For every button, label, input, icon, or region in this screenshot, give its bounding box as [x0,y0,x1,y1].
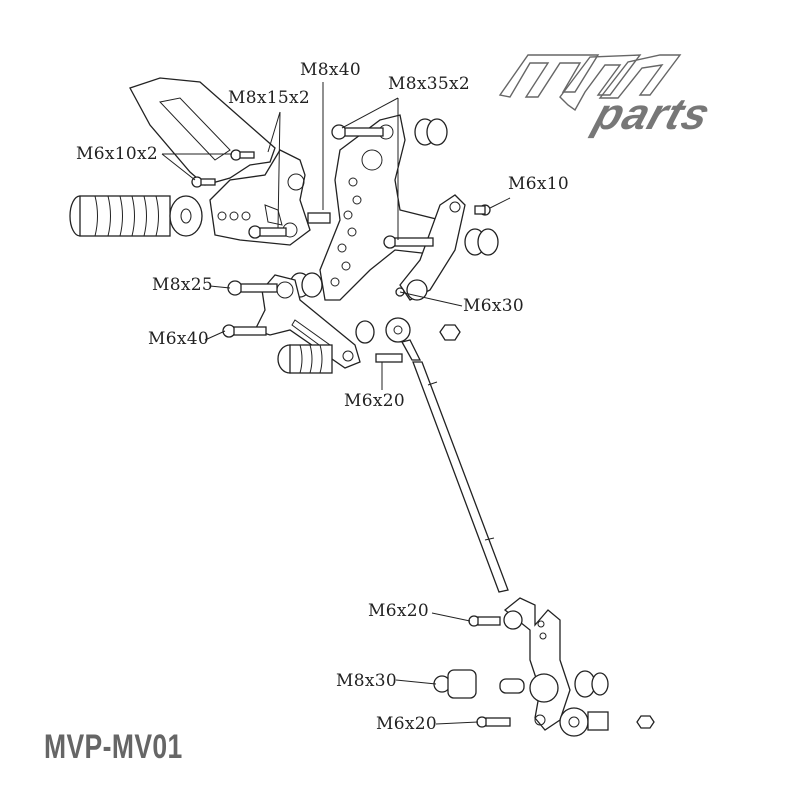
callout-m8x35x2: M8x35x2 [388,74,470,94]
brand-logo-parts: parts [588,90,717,139]
bolts-upper [191,124,491,297]
callout-m6x10x2: M6x10x2 [76,144,158,164]
bolts-lower [433,615,655,737]
linkage-rod [412,361,509,593]
pivot-arm-right [399,194,466,301]
peg-bracket [209,149,311,246]
footpeg [69,195,203,237]
callout-m8x15x2: M8x15x2 [228,88,310,108]
callout-m8x25: M8x25 [152,275,213,295]
leader-lines [161,82,511,725]
callout-m6x20-lower: M6x20 [376,714,437,734]
callout-m8x40: M8x40 [300,60,361,80]
callout-m6x20-upper: M6x20 [344,391,405,411]
spacers-upper [289,118,499,344]
brand-logo-mv-icon [498,54,682,112]
shift-lever [222,274,403,374]
lower-shifter-arm [503,597,571,731]
callout-m6x20-mid: M6x20 [368,601,429,621]
callout-m6x30: M6x30 [463,296,524,316]
callout-m8x30: M8x30 [336,671,397,691]
rod-end-upper [385,317,461,361]
callout-m6x10: M6x10 [508,174,569,194]
callout-m6x40: M6x40 [148,329,209,349]
model-code: MVP-MV01 [44,728,183,766]
